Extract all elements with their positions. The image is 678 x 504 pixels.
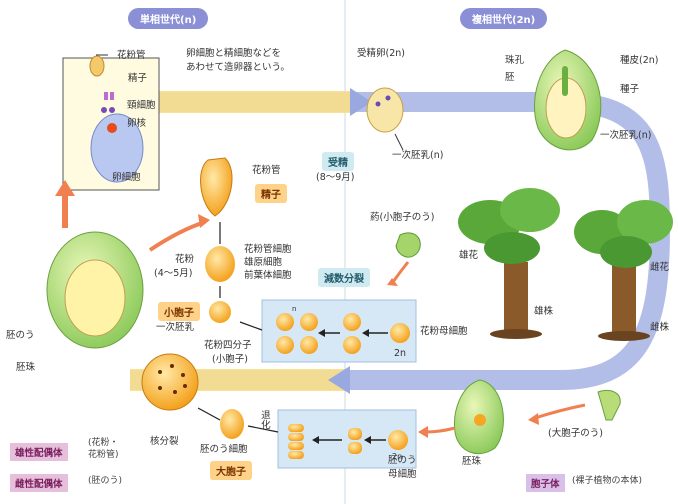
legend-female-gametophyte: 雌性配偶体 <box>10 474 68 492</box>
legend-male-gametophyte: 雄性配偶体 <box>10 443 68 461</box>
legend-sporophyte-desc: (裸子植物の本体) <box>572 476 643 486</box>
fertilized-egg-label: 受精卵(2n) <box>357 48 405 59</box>
legend-male-gametophyte-desc: (花粉・ <box>88 438 119 448</box>
microspore-paren-label: (小胞子) <box>212 354 248 365</box>
anther-label: 葯(小胞子のう) <box>370 212 435 223</box>
microspore-shape <box>209 301 231 323</box>
inset-pollen-tube-label: 花粉管 <box>117 50 146 61</box>
male-tree <box>458 188 560 339</box>
pollen-label: 花粉 <box>175 254 195 265</box>
pollen-tube-shape <box>200 157 233 217</box>
anther-shape <box>395 232 421 258</box>
seed-micropyle-label: 珠孔 <box>505 55 525 66</box>
note-line-1: 卵細胞と精細胞などを <box>186 48 282 59</box>
female-ploidy-2n: 2n <box>392 452 403 461</box>
nuclear-division-shape <box>141 353 199 411</box>
sperm-badge: 精子 <box>255 184 287 203</box>
fertilization-endosperm-label: 一次胚乳(n) <box>392 150 444 161</box>
band-arrowhead-left <box>328 366 350 394</box>
female-plant-label: 雌株 <box>650 322 670 333</box>
male-ploidy-n: n <box>292 305 297 313</box>
embryo-sac-mother-line1: 胚のう <box>388 455 417 466</box>
pollen-tube-label: 花粉管 <box>252 165 281 176</box>
male-ploidy-2n: 2n <box>394 348 407 359</box>
primary-endosperm-shape <box>64 259 126 337</box>
nuclear-division-label: 核分裂 <box>150 436 179 447</box>
megaspore-badge: 大胞子 <box>210 461 252 480</box>
ovule-body-label: 胚珠 <box>16 362 36 373</box>
pollen-shape <box>205 246 235 282</box>
inset-egg-cell-label: 卵細胞 <box>112 172 141 183</box>
megasporangium-label: (大胞子のう) <box>548 428 603 439</box>
embryo-sac-cell-shape <box>220 409 244 439</box>
legend-sporophyte: 胞子体 <box>526 474 565 492</box>
megasporangium-shape <box>597 390 621 421</box>
band-arrowhead-right <box>350 88 372 116</box>
male-plant-label: 雄株 <box>534 306 554 317</box>
pollen-tube-cell-label: 花粉管細胞 <box>244 244 292 255</box>
microspore-badge: 小胞子 <box>158 302 200 321</box>
pollen-mother-cell-label: 花粉母細胞 <box>420 326 468 337</box>
pollen-period-label: (4～5月) <box>154 268 193 279</box>
legend-female-gametophyte-desc: (胚のう) <box>88 476 123 486</box>
pollen-tetrad-cells <box>276 313 318 354</box>
sporophyte-generation-title: 複相世代(2n) <box>460 8 548 29</box>
seed-embryo <box>562 66 568 96</box>
pollen-tube-tip <box>89 55 105 77</box>
fertilization-badge: 受精 <box>322 152 354 171</box>
fertilized-egg-shape <box>366 87 404 133</box>
seed-coat-label: 種皮(2n) <box>620 55 659 66</box>
inset-egg-nucleus-label: 卵核 <box>127 118 147 129</box>
legend-male-gametophyte-desc2: 花粉管) <box>88 450 119 460</box>
seed-label: 種子 <box>620 84 640 95</box>
seed-embryo-label: 胚 <box>505 72 515 83</box>
pollen-tetrad-label: 花粉四分子 <box>204 340 252 351</box>
embryo-sac-mother-line2: 母細胞 <box>388 469 417 480</box>
egg-nucleus-dot <box>107 123 117 133</box>
gametophyte-generation-title: 単相世代(n) <box>128 8 209 29</box>
generative-cell-label: 雄原細胞 <box>244 257 283 268</box>
fertilization-period: (8～9月) <box>316 172 355 183</box>
female-flower-label: 雌花 <box>650 262 670 273</box>
embryo-sac-cell-label: 胚のう細胞 <box>200 444 248 455</box>
female-tree <box>574 200 673 341</box>
meiosis-badge-male: 減数分裂 <box>318 268 370 287</box>
primary-endosperm-label: 一次胚乳 <box>156 322 195 333</box>
embryo-sac-label: 胚のう <box>6 330 35 341</box>
note-line-2: あわせて造卵器という。 <box>186 62 290 73</box>
female-tetrad <box>288 424 304 459</box>
ovule-label: 胚珠 <box>462 456 482 467</box>
degenerate-label: 退化 <box>258 410 270 429</box>
prothallial-cell-label: 前葉体細胞 <box>244 270 292 281</box>
egg-cell-shape <box>90 113 144 183</box>
pollen-mother-cell-shape <box>390 323 410 343</box>
male-flower-label: 雄花 <box>459 250 479 261</box>
inset-neck-cell-label: 頸細胞 <box>127 100 156 111</box>
inset-sperm-label: 精子 <box>128 73 148 84</box>
seed-endosperm-label: 一次胚乳(n) <box>600 130 652 141</box>
